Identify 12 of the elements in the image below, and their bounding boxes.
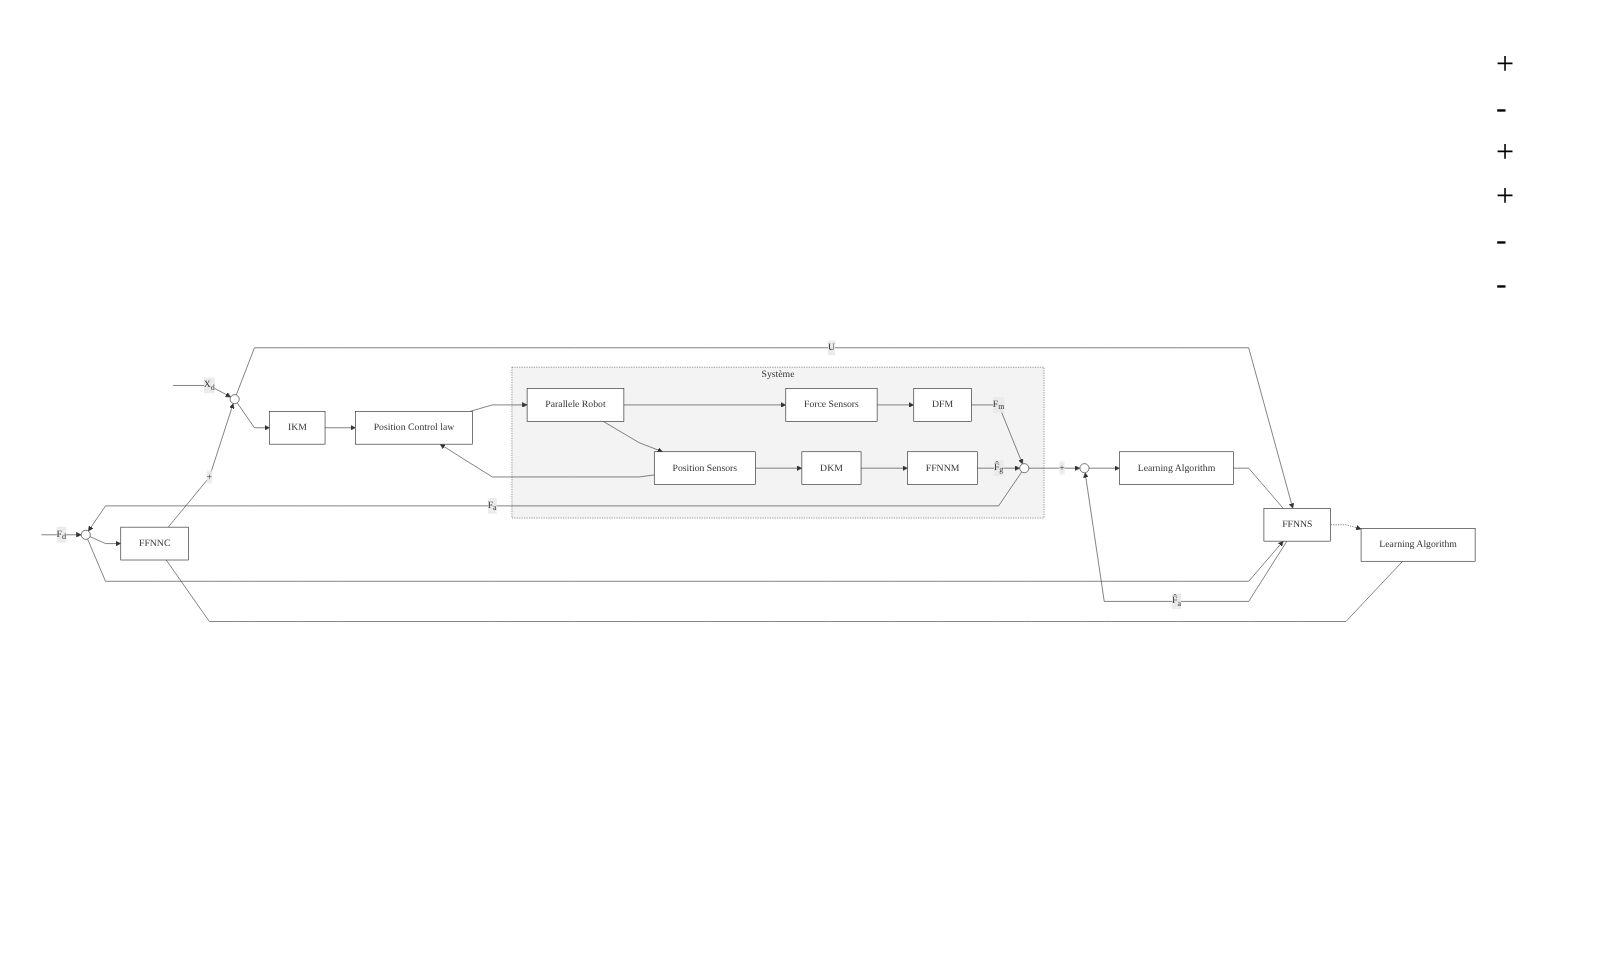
node-circle bbox=[1079, 463, 1090, 474]
sign-label: - bbox=[1496, 92, 1509, 128]
node-circle bbox=[229, 394, 240, 405]
sign-label: + bbox=[1496, 48, 1517, 84]
connector bbox=[165, 559, 1403, 622]
sign-label: + bbox=[1496, 180, 1517, 216]
sign-label: - bbox=[1496, 224, 1509, 260]
connector bbox=[1233, 467, 1284, 509]
sign-label: + bbox=[1496, 136, 1517, 172]
node-circle bbox=[1019, 463, 1030, 474]
node-circle bbox=[80, 529, 91, 540]
sign-label: - bbox=[1496, 268, 1509, 304]
